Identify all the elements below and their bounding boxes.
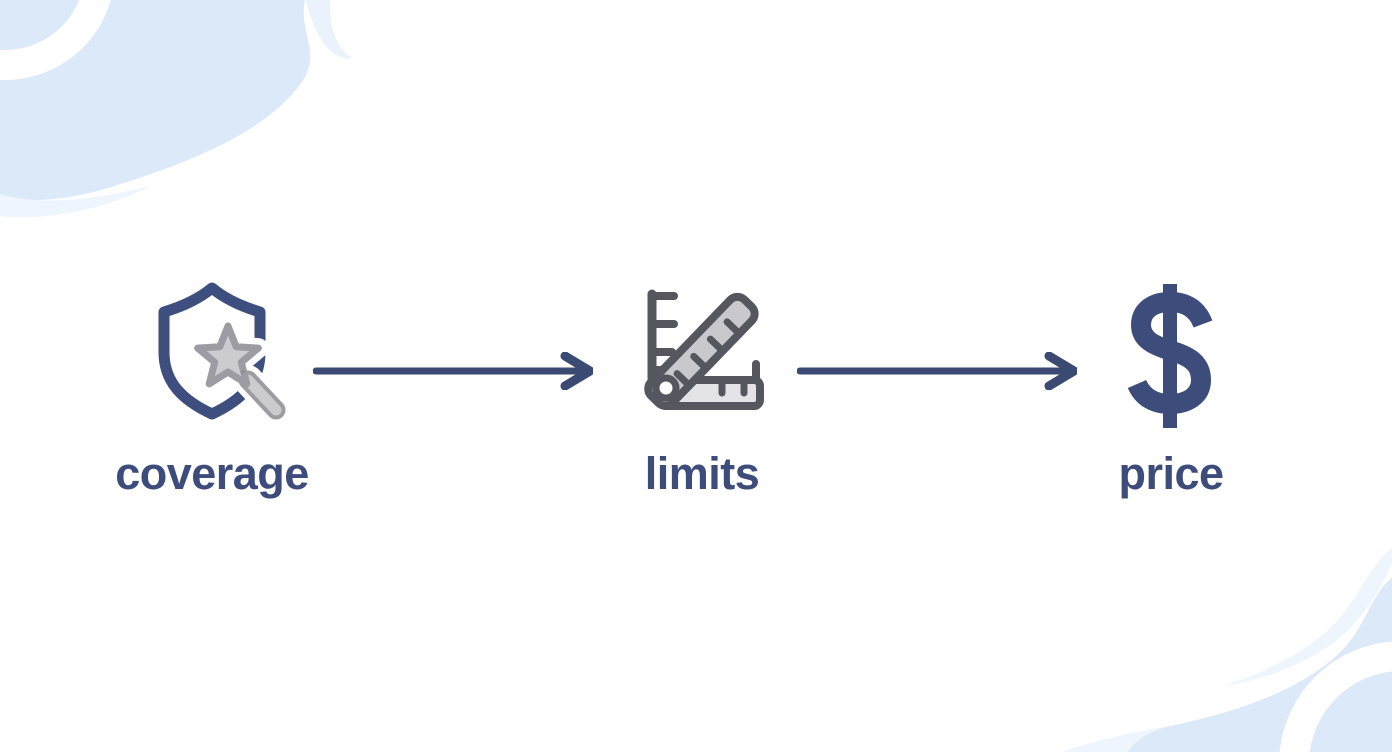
star-wand-icon [187,316,291,425]
arrow-right-icon [797,352,1077,390]
dollar-sign-icon [1127,284,1213,428]
flow-node-label-limits: limits [644,448,760,499]
flow-node-label-price: price [1118,448,1224,499]
folding-ruler-icon [644,289,764,410]
flow-node-label-coverage: coverage [115,448,309,499]
corner-wave-bottom-right-decoration [1062,548,1392,752]
shield-star-icon [158,282,291,425]
corner-wave-top-left-decoration [0,0,352,218]
arrow-right-icon [313,352,593,390]
